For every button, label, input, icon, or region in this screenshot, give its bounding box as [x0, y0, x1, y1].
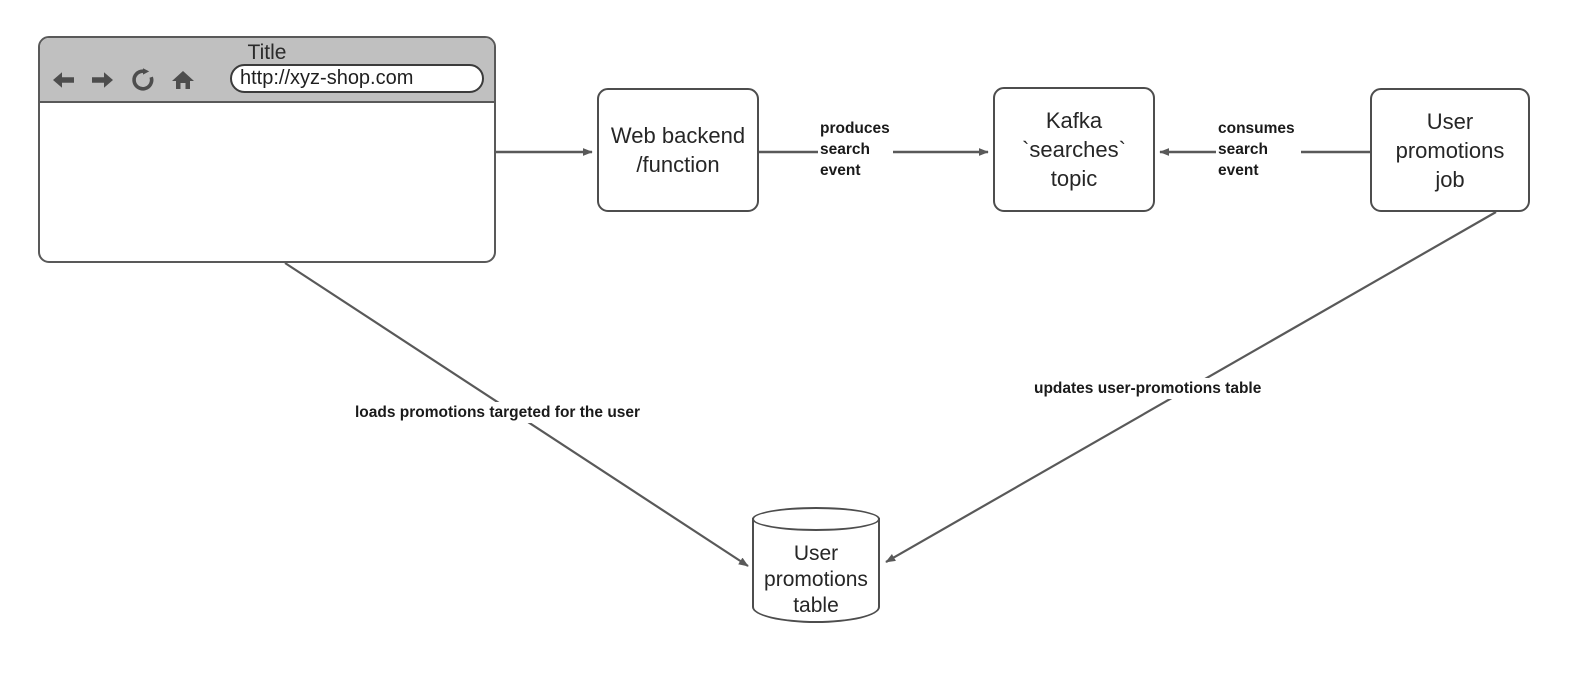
browser-nav-controls [48, 65, 198, 95]
edge-label-updates-user-promotions-table: updates user-promotions table [1032, 378, 1264, 399]
cylinder-body [752, 518, 880, 623]
back-icon[interactable] [48, 65, 78, 95]
edge-label-produces-search-event: produces search event [818, 118, 892, 181]
home-icon[interactable] [168, 65, 198, 95]
node-db-label: User promotions table [764, 542, 868, 617]
forward-icon[interactable] [88, 65, 118, 95]
cylinder-top-ellipse [752, 507, 880, 531]
browser-window[interactable]: Title [38, 36, 496, 263]
browser-title: Title [247, 41, 287, 64]
node-user-promotions-job[interactable]: User promotions job [1370, 88, 1530, 212]
edge-label-consumes-search-event: consumes search event [1216, 118, 1297, 181]
node-user-promotions-table[interactable]: User promotions table [752, 507, 880, 623]
url-input[interactable]: http://xyz-shop.com [230, 64, 484, 93]
edge-label-loads-promotions: loads promotions targeted for the user [353, 402, 643, 423]
node-kafka-topic[interactable]: Kafka `searches` topic [993, 87, 1155, 212]
browser-toolbar: Title [40, 38, 494, 103]
node-web-backend[interactable]: Web backend /function [597, 88, 759, 212]
reload-icon[interactable] [128, 65, 158, 95]
